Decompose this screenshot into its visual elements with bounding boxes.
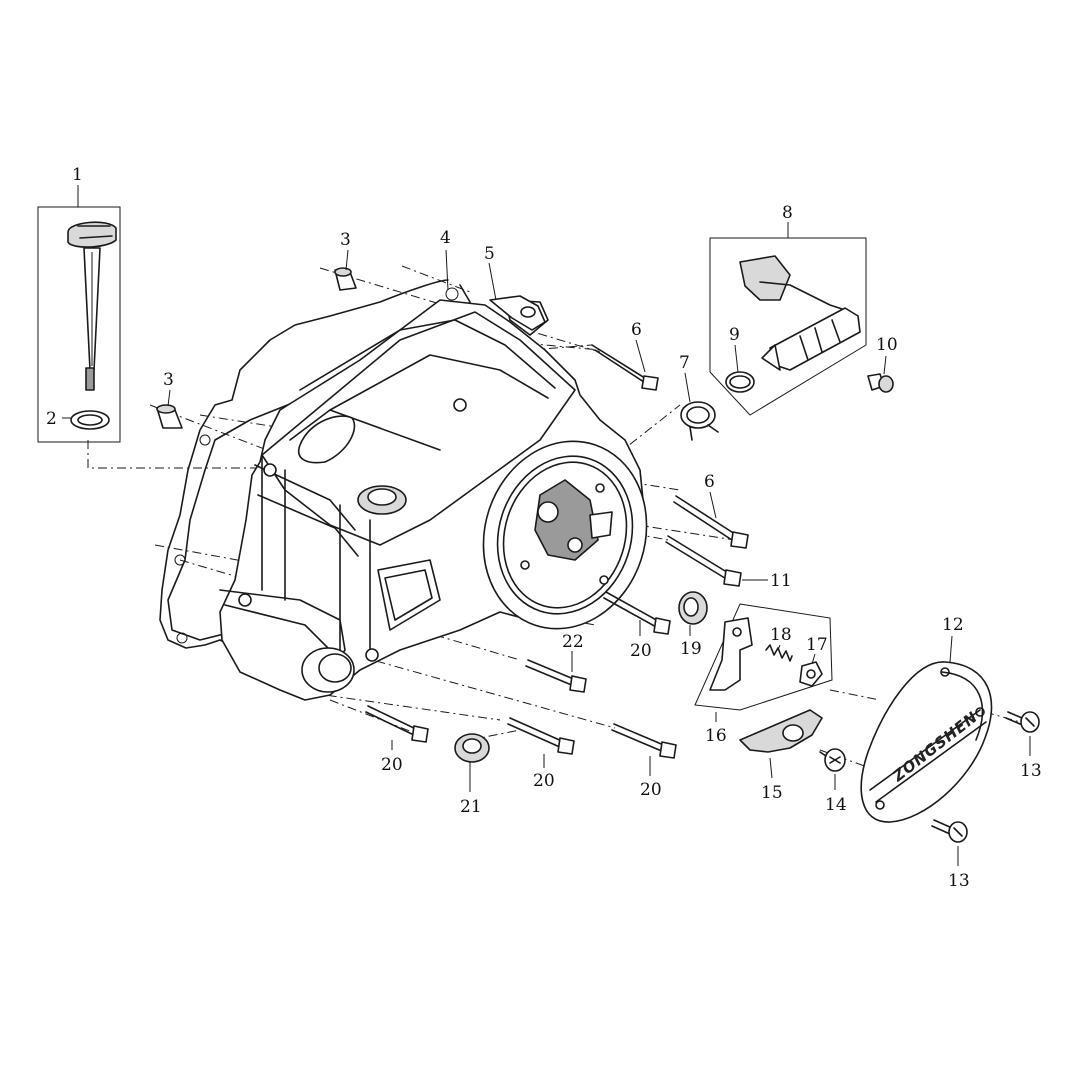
callout-22: 22 [562,632,584,652]
callout-9: 9 [729,325,740,345]
part-20-bolt-d [611,723,677,759]
callout-3-upper: 3 [340,230,351,250]
part-2-o-ring [62,410,110,430]
callout-13-bottom: 13 [948,871,970,891]
callout-10: 10 [876,335,898,355]
part-21-washer [454,733,490,763]
callout-20-d: 20 [640,780,662,800]
part-3-dowel-lower [156,404,183,429]
part-5-breather [489,295,546,331]
part-3-dowel-upper [334,267,357,291]
part-7-spring-clip [680,401,719,441]
part-13-screw-bottom [931,819,968,843]
part-8-group-box [709,222,867,416]
callout-18: 18 [770,625,792,645]
part-20-bolt-c [507,717,575,755]
part-13-screw-right [1005,711,1040,733]
callout-14: 14 [825,795,847,815]
part-19-washer [678,591,708,625]
callout-8: 8 [782,203,793,223]
callout-5: 5 [484,244,495,264]
part-6-bolt-upper [591,344,659,391]
part-14-screw [819,748,846,772]
part-8-shift-shaft [739,255,861,371]
part-16-group-box [694,603,833,711]
part-11-bolt [665,535,742,587]
part-18-spring [765,644,793,662]
callout-13-right: 13 [1020,761,1042,781]
callout-20-a: 20 [630,641,652,661]
callout-labels: 1 2 3 3 4 5 6 6 7 8 9 10 11 12 13 13 14 … [46,165,1042,891]
part-15-lever [739,709,823,753]
callout-6-mid: 6 [704,472,715,492]
callout-3-lower: 3 [163,370,174,390]
callout-4: 4 [440,228,451,248]
callout-20-b: 20 [381,755,403,775]
part-20-bolt-a [603,591,671,635]
part-9-o-ring [725,371,755,393]
part-6-bolt-mid [673,495,749,549]
part-17-nut [799,661,823,687]
part-16-plate [709,617,753,691]
part-20-bolt-b [365,705,429,743]
part-1-dipstick [37,185,121,443]
callout-1: 1 [72,165,83,185]
part-12-side-cover: ZONGSHEN [860,661,993,823]
callout-15: 15 [761,783,783,803]
callout-21: 21 [460,797,482,817]
callout-19: 19 [680,639,702,659]
part-10-plug [867,373,894,393]
callout-20-c: 20 [533,771,555,791]
callout-7: 7 [679,353,690,373]
callout-16: 16 [705,726,727,746]
callout-11: 11 [770,571,792,591]
callout-2: 2 [46,409,57,429]
stator-housing [482,440,648,630]
part-22-bolt [525,659,587,693]
callout-leaders [167,249,1031,866]
callout-6-upper: 6 [631,320,642,340]
callout-12: 12 [942,615,964,635]
callout-17: 17 [806,635,828,655]
